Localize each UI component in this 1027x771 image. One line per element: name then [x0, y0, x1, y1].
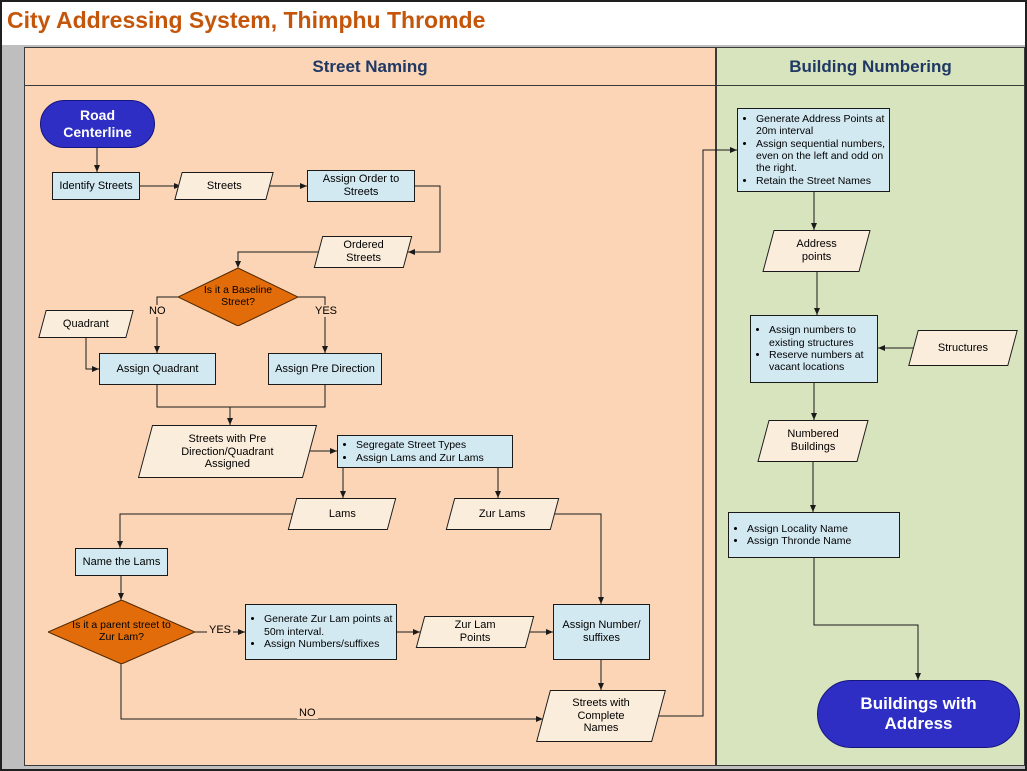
bullet-item: Assign Thronde Name [747, 535, 897, 547]
bullet-item: Assign Lams and Zur Lams [356, 452, 510, 464]
bullet-item: Assign Locality Name [747, 523, 897, 535]
node-label: Road Centerline [63, 107, 132, 140]
node-zur-lam-points: Zur Lam Points [415, 616, 535, 648]
bullet-item: Segregate Street Types [356, 439, 510, 451]
node-road-centerline: Road Centerline [40, 100, 155, 148]
node-label: Numbered Buildings [787, 428, 839, 453]
node-label: Quadrant [63, 317, 109, 330]
diamond-shape [48, 600, 195, 664]
node-label: Zur Lam Points [454, 619, 496, 644]
node-generate-address-points: Generate Address Points at 20m interval … [737, 108, 890, 192]
bullet-list: Generate Zur Lam points at 50m interval.… [248, 613, 394, 650]
bullet-item: Assign sequential numbers, even on the l… [756, 138, 887, 175]
node-assign-quadrant: Assign Quadrant [99, 353, 216, 385]
node-ordered-streets: Ordered Streets [313, 236, 413, 268]
node-streets-with-complete-names: Streets with Complete Names [536, 690, 666, 742]
bullet-item: Reserve numbers at vacant locations [769, 349, 875, 374]
page-title: City Addressing System, Thimphu Thromde [7, 7, 486, 33]
node-name-the-lams: Name the Lams [75, 548, 168, 576]
bullet-item: Assign Numbers/suffixes [264, 638, 394, 650]
node-label: Name the Lams [82, 555, 161, 568]
node-label: Assign Pre Direction [275, 362, 375, 375]
label-baseline-yes: YES [313, 305, 340, 318]
node-label: Streets [206, 179, 242, 192]
label-parent-yes: YES [207, 624, 234, 637]
bullet-list: Segregate Street Types Assign Lams and Z… [340, 439, 510, 464]
bullet-item: Retain the Street Names [756, 175, 887, 187]
node-assign-locality-thronde: Assign Locality Name Assign Thronde Name [728, 512, 900, 558]
node-label: Buildings with Address [860, 693, 977, 733]
node-numbered-buildings: Numbered Buildings [757, 420, 869, 462]
node-identify-streets: Identify Streets [52, 172, 140, 200]
label-baseline-no: NO [147, 305, 168, 318]
building-numbering-header: Building Numbering [717, 48, 1024, 86]
node-label: Streets with Pre Direction/Quadrant Assi… [181, 432, 274, 470]
node-streets: Streets [174, 172, 274, 200]
node-streets-with-pre-direction: Streets with Pre Direction/Quadrant Assi… [137, 425, 318, 478]
node-label: Assign Number/ suffixes [562, 619, 641, 644]
bullet-item: Assign numbers to existing structures [769, 324, 875, 349]
node-label: Is it a parent street to Zur Lam? [72, 619, 171, 643]
node-address-points: Address points [762, 230, 871, 272]
node-is-baseline-street-decision: Is it a Baseline Street? [178, 268, 298, 326]
node-quadrant: Quadrant [38, 310, 134, 338]
street-naming-header: Street Naming [25, 48, 715, 86]
node-generate-zur-lam-points: Generate Zur Lam points at 50m interval.… [245, 604, 397, 660]
label-parent-no: NO [297, 707, 318, 720]
node-label: Structures [937, 341, 989, 354]
node-assign-pre-direction: Assign Pre Direction [268, 353, 382, 385]
bullet-item: Generate Zur Lam points at 50m interval. [264, 613, 394, 638]
node-zur-lams: Zur Lams [445, 498, 560, 530]
node-structures: Structures [908, 330, 1018, 366]
node-assign-order-to-streets: Assign Order to Streets [307, 170, 415, 202]
node-label: Streets with Complete Names [572, 697, 630, 735]
node-is-parent-street-decision: Is it a parent street to Zur Lam? [48, 600, 195, 664]
bullet-list: Assign numbers to existing structures Re… [753, 324, 875, 374]
node-label: Identify Streets [59, 179, 133, 192]
bullet-list: Assign Locality Name Assign Thronde Name [731, 523, 897, 548]
node-label: Assign Order to Streets [322, 173, 400, 198]
node-buildings-with-address: Buildings with Address [817, 680, 1020, 748]
node-label: Zur Lams [479, 507, 526, 520]
node-assign-numbers-structures: Assign numbers to existing structures Re… [750, 315, 878, 383]
node-label: Address points [796, 238, 837, 263]
node-assign-number-suffixes: Assign Number/ suffixes [553, 604, 650, 660]
node-lams: Lams [287, 498, 397, 530]
node-label: Lams [328, 507, 356, 520]
node-segregate-street-types: Segregate Street Types Assign Lams and Z… [337, 435, 513, 468]
node-label: Ordered Streets [342, 239, 384, 264]
node-label: Assign Quadrant [116, 362, 199, 375]
node-label: Is it a Baseline Street? [203, 284, 273, 308]
diamond-shape [178, 268, 298, 326]
bullet-item: Generate Address Points at 20m interval [756, 113, 887, 138]
bullet-list: Generate Address Points at 20m interval … [740, 113, 887, 187]
title-bar: City Addressing System, Thimphu Thromde [0, 0, 1027, 45]
